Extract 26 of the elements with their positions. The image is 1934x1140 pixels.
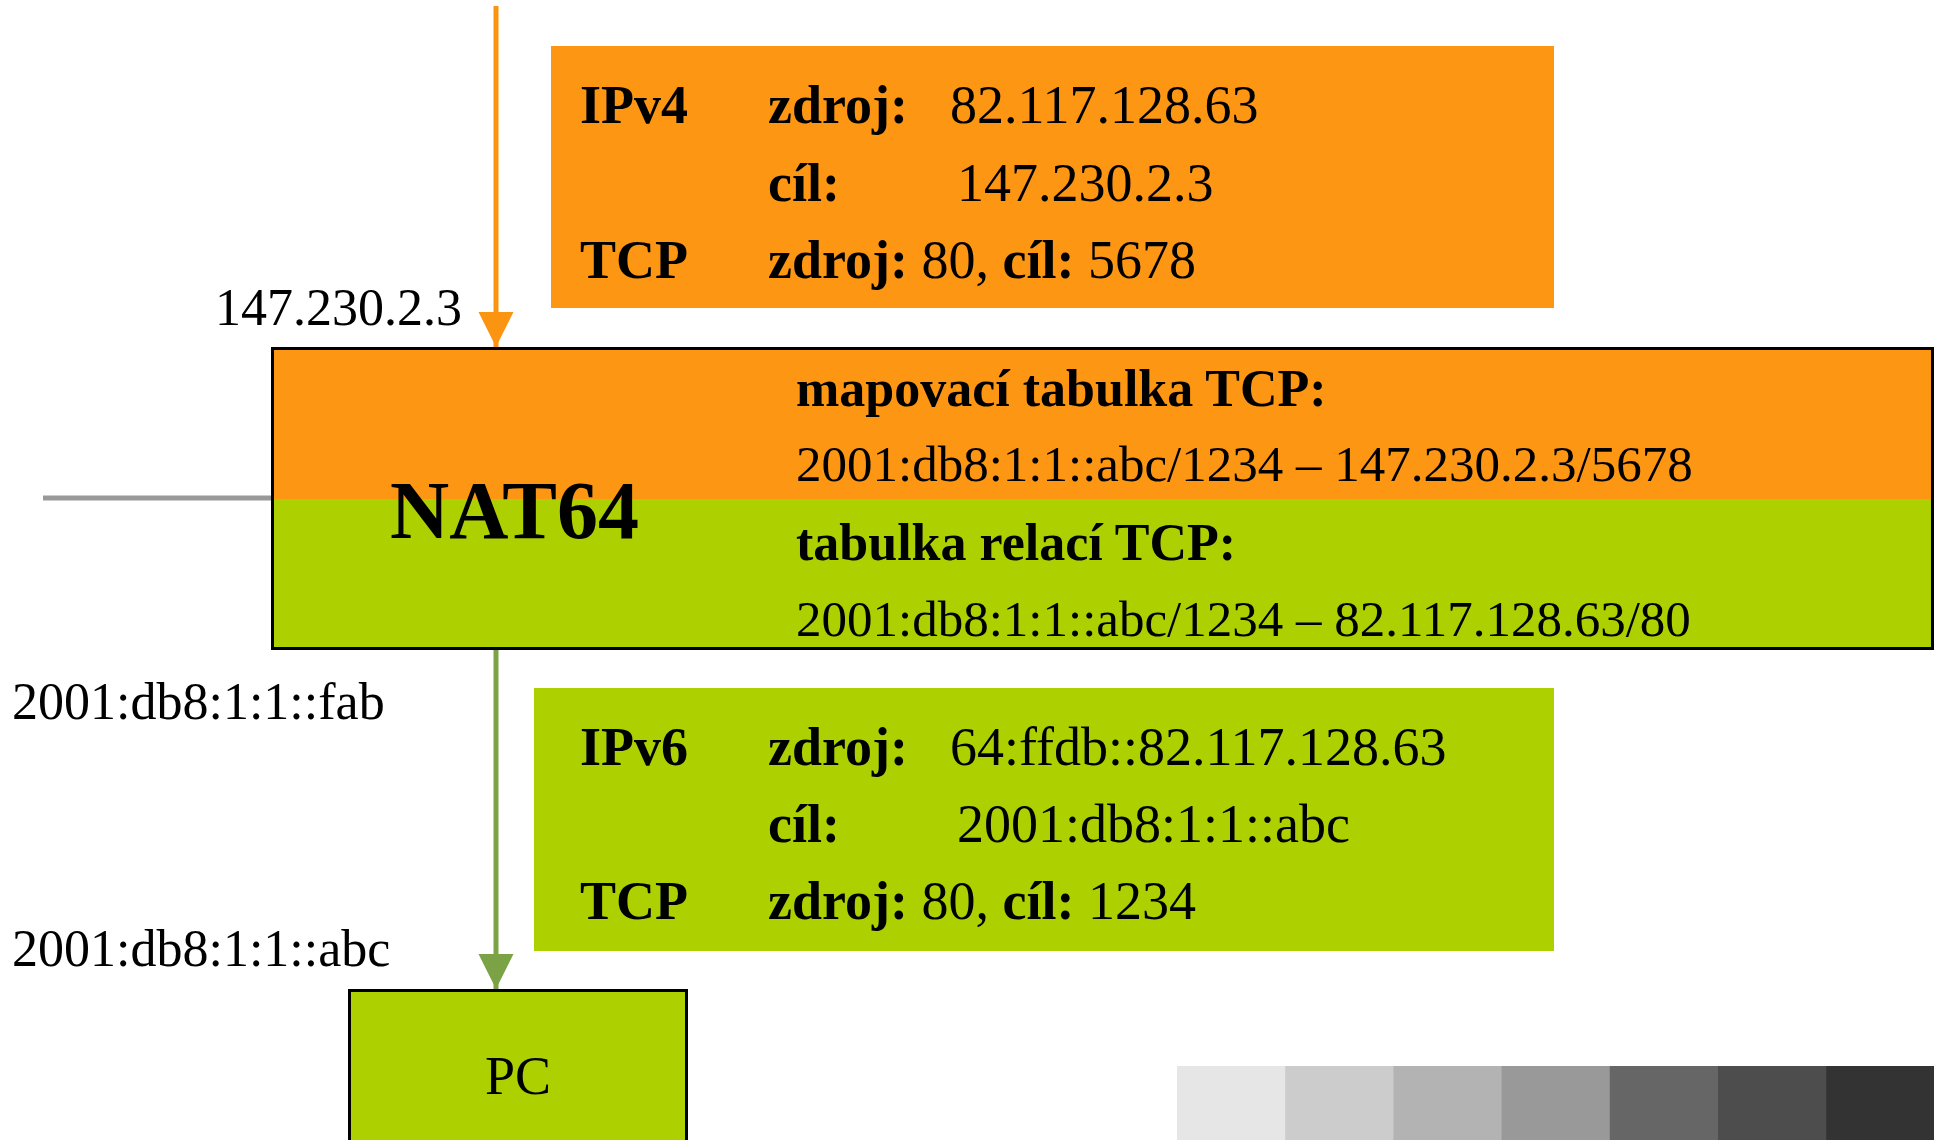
field-label: cíl:: [768, 797, 840, 851]
field-value: 2001:db8:1:1::abc: [957, 797, 1350, 851]
arrow: [478, 6, 514, 347]
field-value: PC: [483, 1049, 553, 1103]
ipv4-packet-box: [551, 46, 1554, 308]
field-label: IPv6: [580, 720, 688, 774]
interface-address: 147.230.2.3: [215, 282, 462, 334]
field-value: 147.230.2.3: [957, 156, 1214, 210]
field-value: 64:ffdb::82.117.128.63: [950, 720, 1447, 774]
field-value: 2001:db8:1:1::abc/1234 – 147.230.2.3/5678: [796, 439, 1693, 490]
field-label: TCP: [580, 874, 688, 928]
field-value: 82.117.128.63: [950, 78, 1259, 132]
connector-line: [43, 495, 271, 501]
field-label: IPv4: [580, 78, 688, 132]
field-label: tabulka relací TCP:: [796, 517, 1237, 569]
arrow: [478, 650, 514, 989]
pc-box: [348, 989, 688, 1140]
field-value: 2001:db8:1:1::abc/1234 – 82.117.128.63/80: [796, 594, 1691, 645]
field-label: cíl:: [768, 156, 840, 210]
interface-address: 2001:db8:1:1::abc: [12, 923, 391, 975]
interface-address: 2001:db8:1:1::fab: [12, 676, 385, 728]
field-label: mapovací tabulka TCP:: [796, 363, 1327, 415]
field-label: TCP: [580, 233, 688, 287]
ipv6-packet-box: [534, 688, 1554, 951]
device-label: NAT64: [390, 470, 640, 552]
nat64-box: [271, 347, 1934, 650]
